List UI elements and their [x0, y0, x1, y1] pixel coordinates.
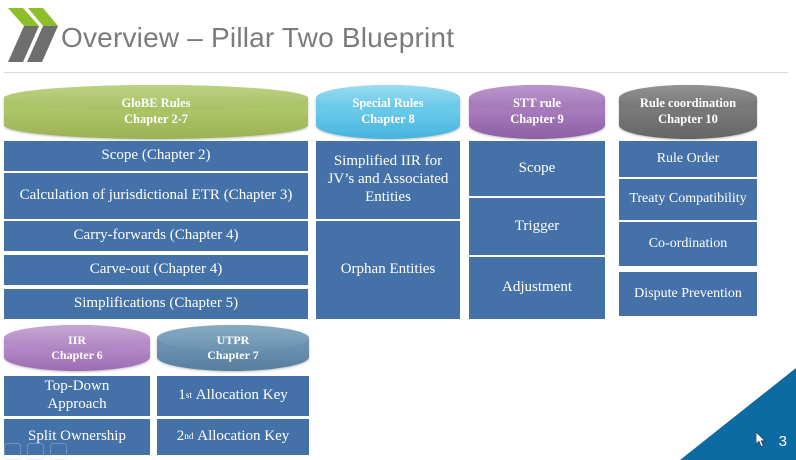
header-line2: Chapter 9 [510, 112, 564, 126]
header-line2: Chapter 8 [361, 112, 415, 126]
mouse-cursor-icon [756, 432, 766, 448]
header-utpr[interactable]: UTPR Chapter 7 [157, 325, 309, 371]
item-globe-simplifications[interactable]: Simplifications (Chapter 5) [4, 289, 308, 319]
header-stt-rule[interactable]: STT rule Chapter 9 [469, 85, 605, 139]
item-coord-co-ordination[interactable]: Co-ordination [619, 222, 757, 266]
document-icon [4, 443, 21, 460]
header-line2: Chapter 7 [207, 348, 259, 362]
item-stt-scope[interactable]: Scope [469, 141, 605, 196]
badge-icon [50, 443, 67, 460]
item-iir-split-ownership[interactable]: Split Ownership [4, 419, 150, 455]
header-line1: Rule coordination [639, 96, 737, 111]
header-line1: UTPR [216, 333, 250, 347]
header-globe-rules[interactable]: GloBE Rules Chapter 2-7 [4, 85, 308, 139]
item-globe-carveout[interactable]: Carve-out (Chapter 4) [4, 255, 308, 285]
corner-decoration [680, 368, 796, 460]
header-line1: GloBE Rules [121, 96, 191, 111]
footer-icon-group [4, 443, 67, 460]
page-number: 3 [778, 433, 787, 450]
item-coord-dispute-prevention[interactable]: Dispute Prevention [619, 272, 757, 316]
header-iir[interactable]: IIR Chapter 6 [4, 325, 150, 371]
item-special-simplified-iir[interactable]: Simplified IIR for JV’s and Associated E… [316, 141, 460, 219]
page-title: Overview – Pillar Two Blueprint [61, 22, 455, 53]
logo-svg [8, 8, 58, 62]
double-chevron-logo [6, 6, 58, 62]
item-globe-carryforwards[interactable]: Carry-forwards (Chapter 4) [4, 221, 308, 251]
header-line2: Chapter 2-7 [123, 112, 188, 126]
header-line2: Chapter 10 [658, 112, 718, 126]
item-coord-rule-order[interactable]: Rule Order [619, 141, 757, 177]
circle-icon [27, 443, 44, 460]
title-divider [4, 72, 788, 73]
item-stt-adjustment[interactable]: Adjustment [469, 257, 605, 319]
item-globe-etr[interactable]: Calculation of jurisdictional ETR (Chapt… [4, 173, 308, 219]
item-coord-treaty-compatibility[interactable]: Treaty Compatibility [619, 179, 757, 220]
header-line1: IIR [67, 333, 86, 347]
item-special-orphan-entities[interactable]: Orphan Entities [316, 221, 460, 319]
header-line1: Special Rules [352, 96, 424, 111]
item-globe-scope[interactable]: Scope (Chapter 2) [4, 141, 308, 171]
header-rule-coordination[interactable]: Rule coordination Chapter 10 [619, 85, 757, 139]
header-line2: Chapter 6 [51, 348, 103, 362]
item-stt-trigger[interactable]: Trigger [469, 198, 605, 255]
header-special-rules[interactable]: Special Rules Chapter 8 [316, 85, 460, 139]
header-line1: STT rule [512, 96, 562, 111]
corner-triangle [680, 368, 796, 460]
